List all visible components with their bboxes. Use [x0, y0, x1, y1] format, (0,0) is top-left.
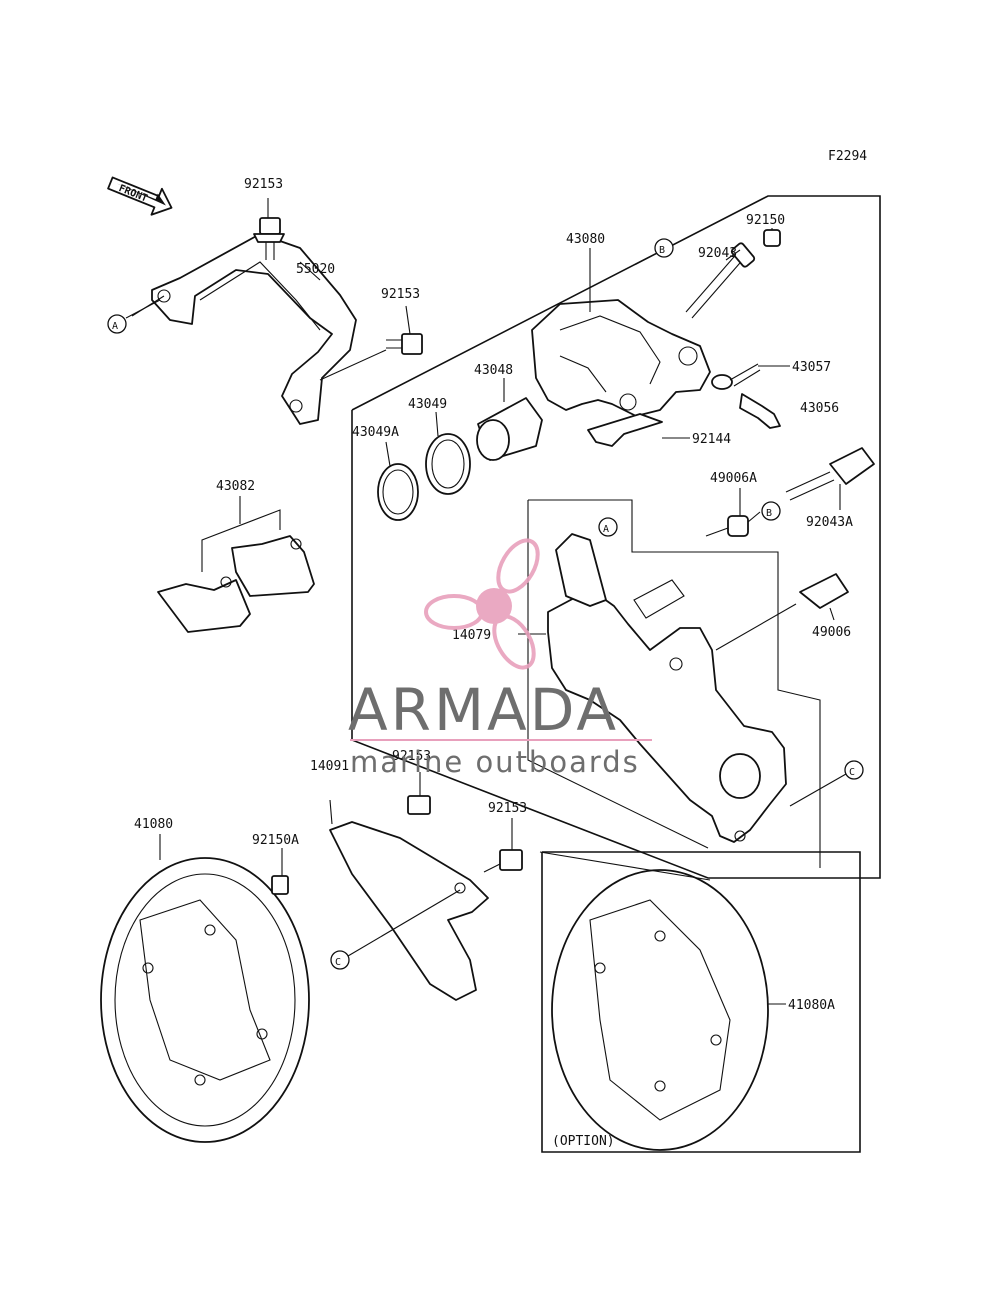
option-box — [541, 851, 861, 1153]
label-43080: 43080 — [566, 232, 605, 247]
label-43049: 43049 — [408, 397, 447, 412]
watermark-logo-icon — [424, 538, 540, 670]
label-92153-mid: 92153 — [381, 287, 420, 302]
label-41080: 41080 — [134, 817, 173, 832]
clip-43057 — [711, 363, 761, 390]
ref-marker-a2-label: A — [603, 524, 609, 535]
piston-43048 — [476, 397, 543, 461]
seal-43049 — [425, 433, 471, 495]
option-label: (OPTION) — [552, 1134, 615, 1149]
label-92153-top: 92153 — [244, 177, 283, 192]
brake-disc-41080a — [551, 869, 769, 1151]
label-43048: 43048 — [474, 363, 513, 378]
ref-marker-c1: C — [844, 760, 864, 780]
ref-marker-b2: B — [761, 501, 781, 521]
label-49006: 49006 — [812, 625, 851, 640]
watermark-brand: ARMADA — [348, 676, 619, 744]
ref-marker-b2-label: B — [766, 508, 772, 519]
pad-spring-92144 — [587, 413, 663, 447]
diagram-code: F2294 — [828, 149, 867, 164]
ref-marker-a1: A — [107, 314, 127, 334]
brake-disc-41080 — [100, 857, 310, 1143]
ref-marker-a1-label: A — [112, 321, 118, 332]
label-49006a: 49006A — [710, 471, 757, 486]
ref-marker-c2: C — [330, 950, 350, 970]
label-43056: 43056 — [800, 401, 839, 416]
label-14091: 14091 — [310, 759, 349, 774]
boot-49006a — [727, 515, 749, 537]
bolt-92153-guard-lower — [483, 849, 523, 873]
label-43057: 43057 — [792, 360, 831, 375]
pin-92043 — [685, 242, 756, 319]
ref-marker-c2-label: C — [335, 957, 341, 968]
label-55020: 55020 — [296, 262, 335, 277]
label-92150: 92150 — [746, 213, 785, 228]
label-92043: 92043 — [698, 246, 737, 261]
ref-marker-b1-label: B — [659, 245, 665, 256]
pin-92043a — [785, 447, 875, 501]
ref-marker-c1-label: C — [849, 767, 855, 778]
watermark-tagline: marine outboards — [350, 745, 640, 779]
seal-43049a — [377, 463, 419, 521]
brake-pads-43082 — [157, 535, 315, 633]
disc-guard-14091 — [329, 821, 489, 1001]
label-92043a: 92043A — [806, 515, 853, 530]
label-92144: 92144 — [692, 432, 731, 447]
screw-92150a — [271, 875, 289, 895]
boot-49006 — [799, 573, 849, 609]
bracket-subbox — [528, 499, 821, 868]
caliper-bracket-14079 — [547, 533, 787, 843]
bolt-92153-top — [253, 217, 285, 260]
label-43049a: 43049A — [352, 425, 399, 440]
cap-92150 — [763, 229, 781, 247]
caliper-body — [531, 299, 711, 417]
label-92153-guard-upper: 92153 — [392, 749, 431, 764]
bleeder-43056 — [739, 393, 781, 429]
bolt-92153-guard-upper — [407, 795, 431, 815]
front-arrow-icon: FRONT — [107, 176, 173, 216]
label-43082: 43082 — [216, 479, 255, 494]
label-41080a: 41080A — [788, 998, 835, 1013]
ref-marker-b1: B — [654, 238, 674, 258]
label-14079: 14079 — [452, 628, 491, 643]
bolt-92153-mid — [386, 333, 423, 355]
ref-marker-a2: A — [598, 517, 618, 537]
label-92150a: 92150A — [252, 833, 299, 848]
label-92153-guard-lower: 92153 — [488, 801, 527, 816]
brake-pedal-bracket — [151, 233, 357, 425]
